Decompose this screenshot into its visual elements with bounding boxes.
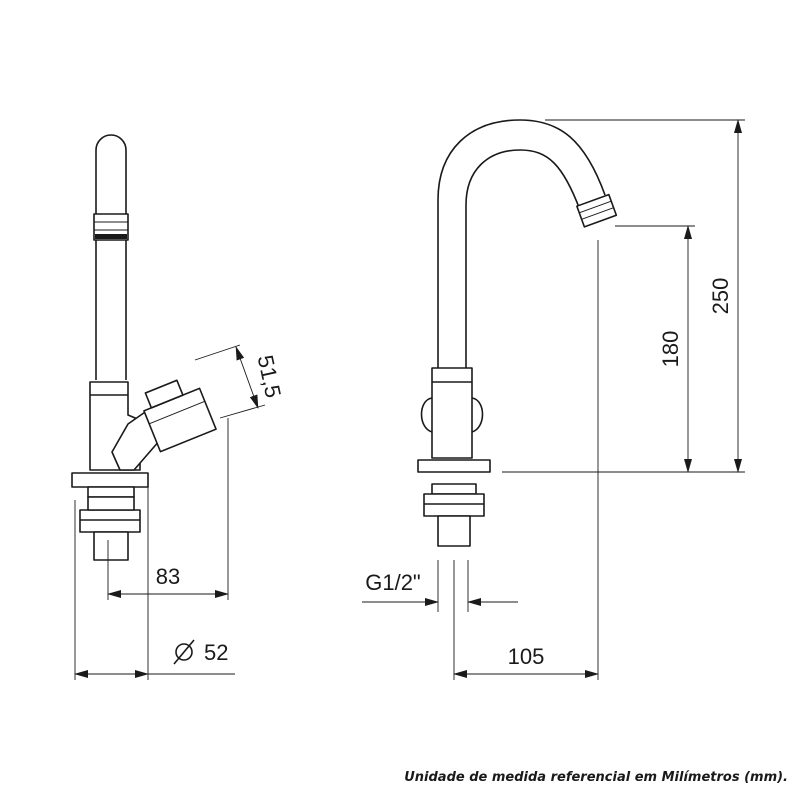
dimension-spout-height: 180 [658, 225, 692, 473]
total-height-label: 250 [708, 278, 733, 315]
thread-label: G1/2" [365, 570, 421, 595]
side-view-faucet [71, 134, 266, 680]
dimension-front-reach: 105 [453, 644, 599, 678]
dimension-total-height: 250 [708, 119, 742, 473]
dimension-thread: G1/2" [362, 570, 518, 606]
front-reach-label: 105 [508, 644, 545, 669]
dimension-side-reach: 83 [107, 564, 229, 598]
dimension-base-diameter: 52 [74, 639, 235, 678]
diameter-symbol-icon [173, 639, 195, 665]
spout-height-label: 180 [658, 331, 683, 368]
handle-height-label: 51,5 [253, 353, 286, 400]
dimension-handle-height: 51,5 [235, 346, 286, 409]
base-diameter-label: 52 [204, 640, 228, 665]
side-handle [143, 379, 217, 453]
unit-footnote: Unidade de medida referencial em Milímet… [404, 770, 788, 785]
front-view-faucet [417, 119, 745, 680]
side-reach-label: 83 [156, 564, 180, 589]
front-aerator [576, 193, 618, 228]
